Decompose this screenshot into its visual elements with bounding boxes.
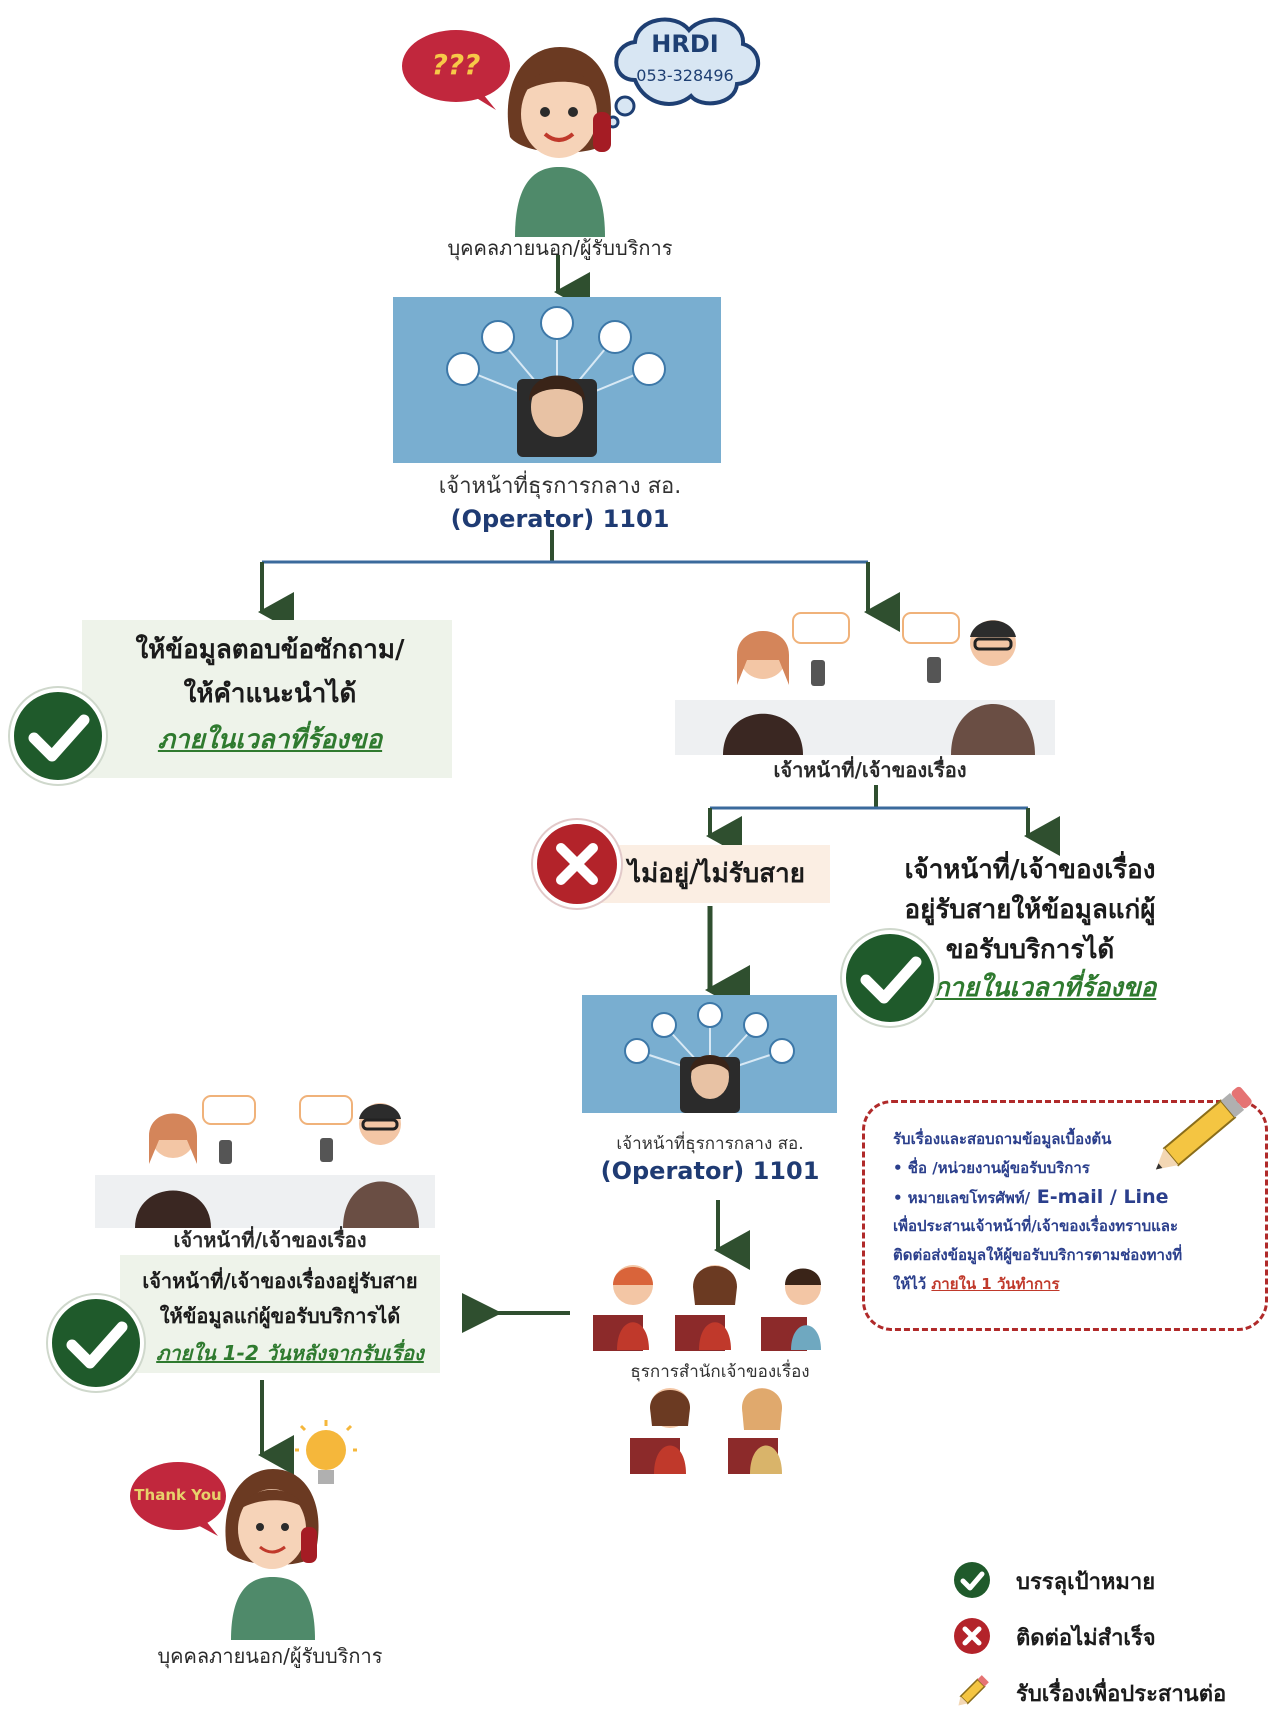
office-label: ธุรการสำนักเจ้าของเรื่อง — [630, 1362, 810, 1382]
not-available-label: ไม่อยู่/ไม่รับสาย — [628, 859, 805, 889]
hrdi-phone: 053-328496 — [636, 66, 734, 85]
office-workers-icon — [630, 1388, 782, 1474]
note-bullet2-suffix: E-mail / Line — [1030, 1186, 1169, 1208]
staff-illustration — [95, 1090, 435, 1228]
two-staff-on-phone-icon — [675, 612, 1055, 755]
note-bullet2: • หมายเลขโทรศัพท์/ E-mail / Line — [893, 1183, 1253, 1213]
note-line1: รับเรื่องและสอบถามข้อมูลเบื้องต้น — [893, 1130, 1112, 1148]
thank-you-bubble: Thank You — [128, 1460, 228, 1536]
operator1-number: (Operator) 1101 — [450, 505, 670, 533]
staff2-label: เจ้าหน้าที่/เจ้าของเรื่อง — [173, 1228, 367, 1252]
close-icon — [954, 1618, 990, 1654]
legend-success: บรรลุเป้าหมาย — [1016, 1570, 1156, 1595]
hrdi-thought-cloud: HRDI 053-328496 — [605, 10, 765, 130]
note-bullet2-prefix: • หมายเลขโทรศัพท์/ — [893, 1189, 1031, 1207]
caller-woman-illustration — [495, 42, 625, 237]
pencil-icon — [1150, 1075, 1260, 1180]
operator2-label: เจ้าหน้าที่ธุรการกลาง สอ. — [616, 1134, 804, 1154]
close-icon — [533, 820, 621, 908]
note-line6-link: ภายใน 1 วันทำการ — [931, 1275, 1060, 1293]
note-bullet1: • ชื่อ /หน่วยงานผู้ขอรับบริการ — [893, 1159, 1090, 1177]
staff-illustration — [675, 605, 1055, 755]
cloud-icon — [606, 17, 761, 129]
right-result-line2: อยู่รับสายให้ข้อมูลแก่ผู้ — [904, 895, 1156, 925]
legend: บรรลุเป้าหมาย ติดต่อไม่สำเร็จ รับเรื่องเ… — [950, 1560, 1250, 1715]
lightbulb-icon — [295, 1420, 357, 1500]
end-caller-label: บุคคลภายนอก/ผู้รับบริการ — [157, 1644, 383, 1668]
question-bubble: ??? — [400, 28, 512, 110]
operator2-number: (Operator) 1101 — [600, 1157, 820, 1185]
caller-label: บุคคลภายนอก/ผู้รับบริการ — [447, 236, 673, 260]
note-line6-prefix: ให้ไว้ — [893, 1275, 932, 1293]
note-line6: ให้ไว้ ภายใน 1 วันทำการ — [893, 1270, 1253, 1299]
bottom-result-line2: ให้ข้อมูลแก่ผู้ขอรับบริการได้ — [159, 1304, 401, 1328]
right-result-link: ภายในเวลาที่ร้องขอ — [932, 973, 1157, 1003]
operator-network-icon — [624, 1002, 795, 1113]
office-staff-illustration — [620, 1380, 800, 1475]
speech-bubble-icon — [130, 1462, 226, 1536]
pencil-icon — [954, 1670, 994, 1710]
operator1-label: เจ้าหน้าที่ธุรการกลาง สอ. — [438, 474, 682, 499]
operator-panel — [582, 995, 837, 1113]
office-workers-icon — [593, 1265, 821, 1351]
left-result-box — [82, 620, 452, 778]
question-marks: ??? — [431, 48, 481, 81]
bottom-result-box — [120, 1255, 440, 1373]
check-icon — [48, 1295, 144, 1391]
operator-panel — [393, 297, 721, 463]
legend-fail: ติดต่อไม่สำเร็จ — [1016, 1626, 1156, 1651]
thank-you-text: Thank You — [134, 1486, 222, 1504]
left-result-link: ภายในเวลาที่ร้องขอ — [157, 725, 383, 755]
bottom-result-link: ภายใน 1-2 วันหลังจากรับเรื่อง — [156, 1341, 424, 1365]
bottom-result-line1: เจ้าหน้าที่/เจ้าของเรื่องอยู่รับสาย — [142, 1269, 418, 1293]
left-result-line2: ให้คำแนะนำได้ — [183, 679, 357, 709]
check-icon — [954, 1562, 990, 1598]
not-available-box — [600, 845, 830, 903]
staff1-label: เจ้าหน้าที่/เจ้าของเรื่อง — [773, 758, 967, 782]
woman-on-phone-icon — [225, 1469, 319, 1640]
right-result-line1: เจ้าหน้าที่/เจ้าของเรื่อง — [904, 855, 1156, 885]
operator-network-icon — [446, 306, 666, 457]
caller-woman-illustration — [215, 1465, 330, 1640]
office-staff-illustration — [585, 1255, 845, 1355]
left-result-line1: ให้ข้อมูลตอบข้อซักถาม/ — [135, 635, 405, 665]
right-result-line3: ขอรับบริการได้ — [945, 935, 1115, 965]
hrdi-title: HRDI — [651, 30, 719, 58]
note-line5: ติดต่อส่งข้อมูลให้ผู้ขอรับบริการตามช่องท… — [893, 1246, 1183, 1264]
speech-bubble-icon — [402, 30, 510, 110]
note-line4: เพื่อประสานเจ้าหน้าที่/เจ้าของเรื่องทราบ… — [893, 1217, 1179, 1235]
two-staff-on-phone-icon — [95, 1095, 435, 1228]
woman-on-phone-icon — [507, 47, 611, 237]
check-icon — [842, 930, 938, 1026]
check-icon — [10, 688, 106, 784]
legend-forward: รับเรื่องเพื่อประสานต่อ — [1016, 1682, 1227, 1707]
